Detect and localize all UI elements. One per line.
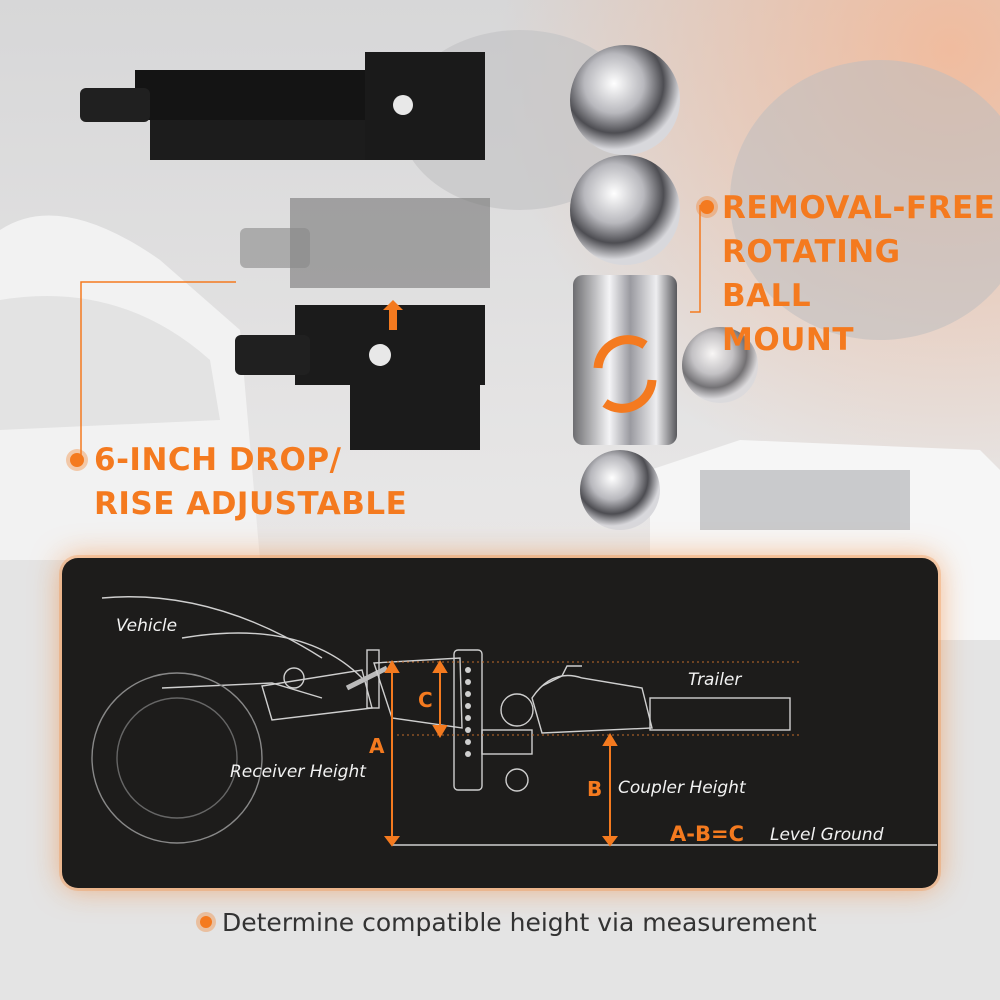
label-trailer: Trailer: [688, 670, 742, 690]
formula-a-minus-b-equals-c: A-B=C: [670, 822, 744, 846]
callout-rotating-line-2: ROTATING BALL: [722, 234, 901, 314]
callout-rotating-ball-mount: REMOVAL-FREE ROTATING BALL MOUNT: [722, 186, 1000, 362]
callout-drop-rise: 6-INCH DROP/ RISE ADJUSTABLE: [94, 438, 407, 526]
callout-dot-drop: [70, 453, 84, 467]
label-vehicle: Vehicle: [116, 616, 178, 636]
letter-b: B: [587, 777, 603, 801]
callout-drop-line-2: RISE ADJUSTABLE: [94, 486, 408, 522]
measurement-diagram: [91, 596, 937, 847]
label-level-ground: Level Ground: [770, 825, 884, 845]
label-receiver-height: Receiver Height: [230, 762, 366, 782]
callout-drop-line-1: 6-INCH DROP/: [94, 442, 342, 478]
footer-note: Determine compatible height via measurem…: [200, 902, 840, 942]
footer-text: Determine compatible height via measurem…: [222, 907, 817, 937]
letter-a: A: [369, 734, 385, 758]
letter-c: C: [418, 688, 433, 712]
callout-rotating-line-3: MOUNT: [722, 322, 854, 358]
measurement-diagram-panel: Vehicle Trailer Receiver Height Coupler …: [62, 558, 938, 888]
callout-rotating-line-1: REMOVAL-FREE: [722, 190, 996, 226]
callout-dot-rotating: [700, 200, 714, 214]
footer-dot: [200, 916, 212, 928]
label-coupler-height: Coupler Height: [618, 778, 746, 798]
